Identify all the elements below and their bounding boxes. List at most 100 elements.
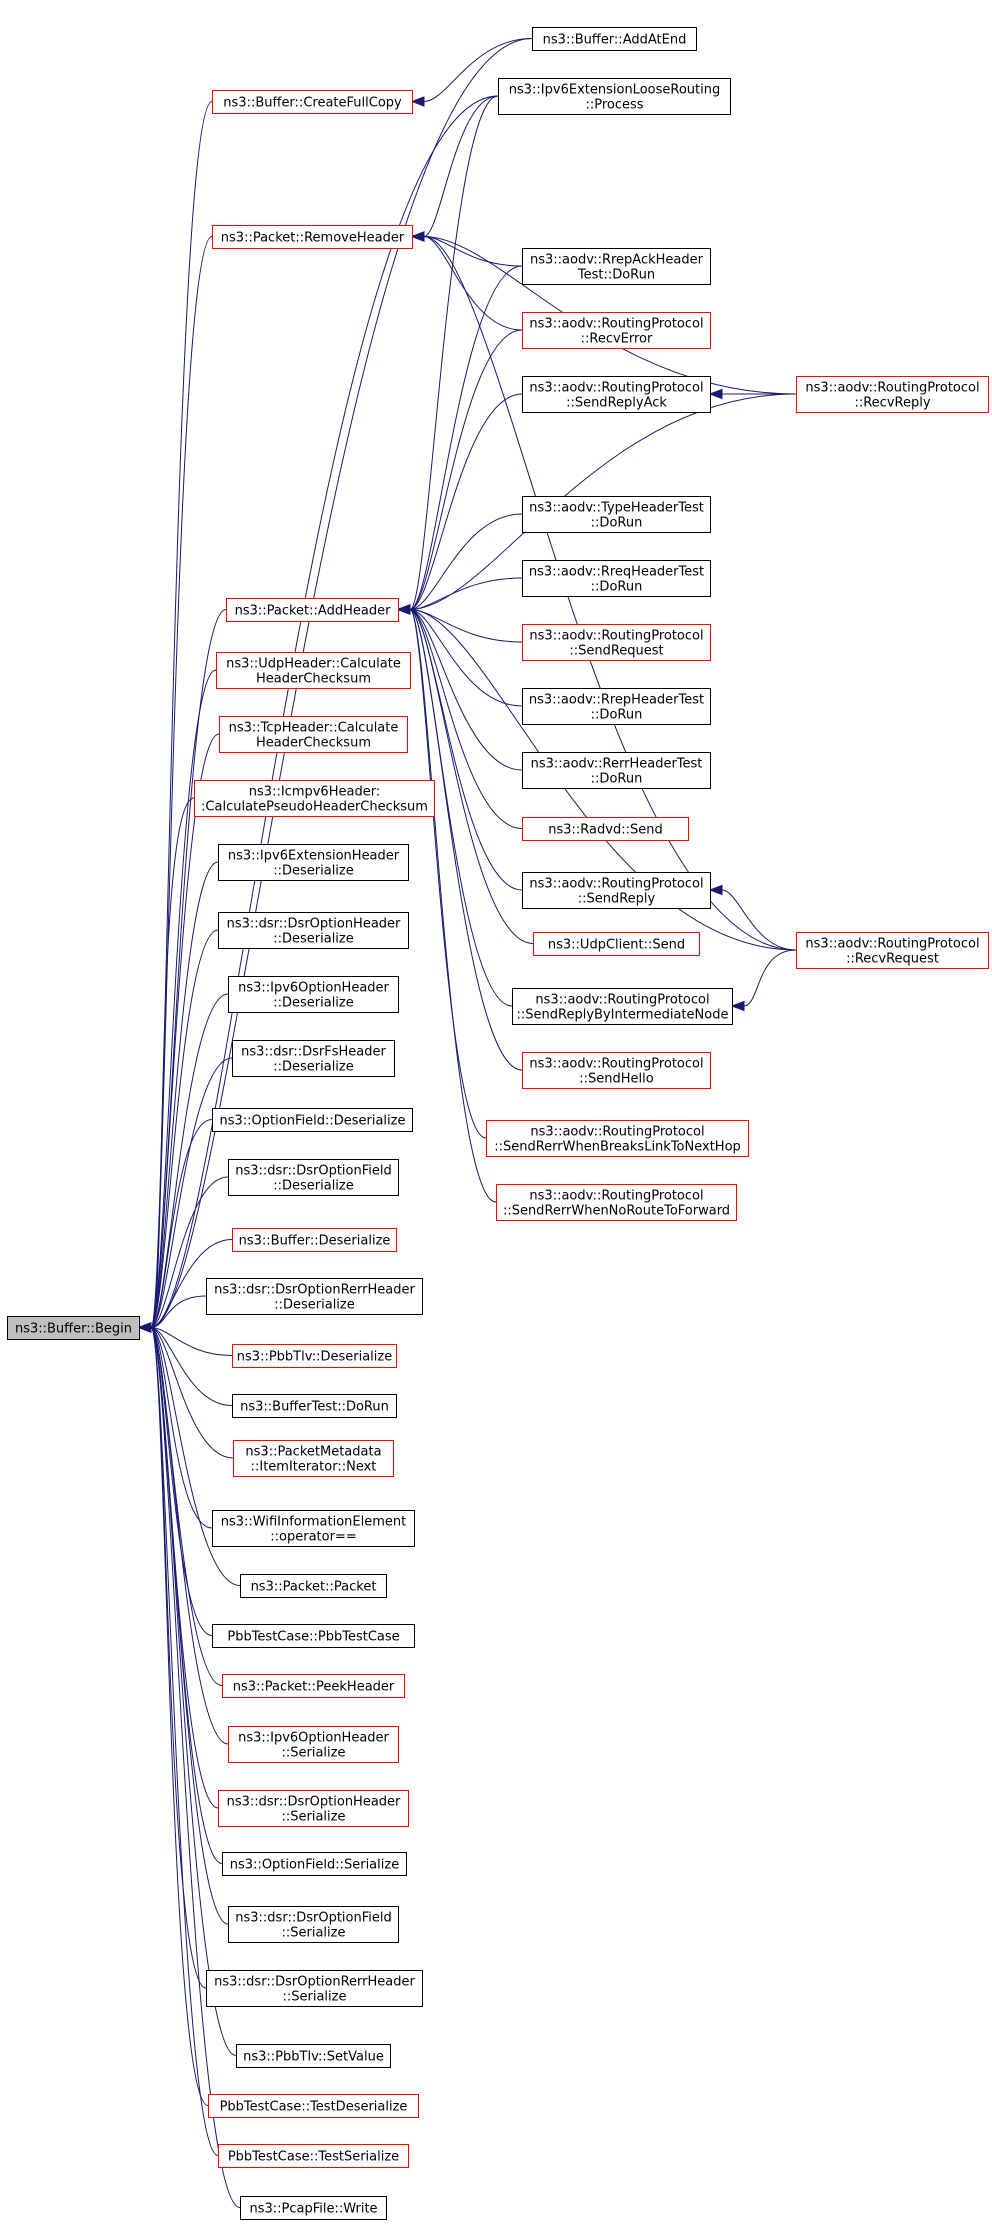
node-dsroptionfielddeser[interactable]: ns3::dsr::DsrOptionField::Deserialize — [228, 1159, 399, 1196]
node-label: ns3::Ipv6ExtensionLooseRouting — [509, 83, 720, 98]
node-box — [194, 780, 435, 817]
edge-line — [150, 1327, 223, 1686]
node-label: PbbTestCase::TestSerialize — [228, 2150, 399, 2165]
edge-sendreply-to-addheader — [396, 604, 523, 891]
node-box — [232, 1344, 397, 1368]
node-sendhello[interactable]: ns3::aodv::RoutingProtocol::SendHello — [522, 1052, 711, 1089]
edge-recverror-to-addheader — [396, 329, 523, 615]
node-recvrequest[interactable]: ns3::aodv::RoutingProtocol::RecvRequest — [796, 932, 989, 969]
node-sendrequest[interactable]: ns3::aodv::RoutingProtocol::SendRequest — [522, 624, 711, 661]
node-rerrheadertest[interactable]: ns3::aodv::RerrHeaderTest::DoRun — [522, 752, 711, 789]
node-label: :CalculatePseudoHeaderChecksum — [201, 800, 428, 815]
node-testserialize[interactable]: PbbTestCase::TestSerialize — [218, 2144, 409, 2168]
node-box — [522, 248, 711, 285]
edge-line — [409, 329, 523, 610]
node-begin[interactable]: ns3::Buffer::Begin — [7, 1316, 140, 1340]
node-label: ns3::aodv::RoutingProtocol — [529, 629, 703, 644]
node-label: ::DoRun — [591, 580, 643, 595]
node-label: ns3::aodv::RoutingProtocol — [529, 877, 703, 892]
node-box — [522, 496, 711, 533]
node-box — [522, 688, 711, 725]
edge-line — [150, 993, 229, 1328]
node-dsrrerrser[interactable]: ns3::dsr::DsrOptionRerrHeader::Serialize — [206, 1970, 423, 2007]
node-metadatanext[interactable]: ns3::PacketMetadata::ItemIterator::Next — [233, 1440, 394, 1477]
node-sendreplyack[interactable]: ns3::aodv::RoutingProtocol::SendReplyAck — [522, 376, 711, 413]
edge-arrowhead — [137, 1322, 152, 1333]
node-box — [522, 817, 689, 841]
node-udpclientsend[interactable]: ns3::UdpClient::Send — [533, 932, 700, 956]
edge-dsrrerrser-to-begin — [137, 1322, 207, 1989]
node-label: ns3::Ipv6OptionHeader — [238, 1731, 389, 1746]
node-rreqheadertest[interactable]: ns3::aodv::RreqHeaderTest::DoRun — [522, 560, 711, 597]
edge-line — [150, 95, 499, 1328]
node-dsroptiondeser[interactable]: ns3::dsr::DsrOptionHeader::Deserialize — [218, 912, 409, 949]
node-dsroptionser[interactable]: ns3::dsr::DsrOptionHeader::Serialize — [218, 1790, 409, 1827]
edge-testserialize-to-begin — [137, 1322, 219, 2156]
node-addheader[interactable]: ns3::Packet::AddHeader — [226, 598, 399, 622]
node-pbbtlvsetvalue[interactable]: ns3::PbbTlv::SetValue — [236, 2044, 391, 2068]
node-label: ::SendRerrWhenBreaksLinkToNextHop — [494, 1140, 741, 1155]
edge-line — [150, 1327, 219, 2156]
node-recvreply[interactable]: ns3::aodv::RoutingProtocol::RecvReply — [796, 376, 989, 413]
node-label: ::Deserialize — [273, 932, 354, 947]
edge-line — [150, 669, 217, 1328]
node-ipv6optiondeser[interactable]: ns3::Ipv6OptionHeader::Deserialize — [228, 976, 399, 1013]
node-dsroptionfieldser[interactable]: ns3::dsr::DsrOptionField::Serialize — [228, 1906, 399, 1943]
node-recverror[interactable]: ns3::aodv::RoutingProtocol::RecvError — [522, 312, 711, 349]
edge-line — [409, 609, 523, 771]
node-peekheader[interactable]: ns3::Packet::PeekHeader — [222, 1674, 405, 1698]
node-ipv6optionser[interactable]: ns3::Ipv6OptionHeader::Serialize — [228, 1726, 399, 1763]
node-sendrerrnoroute[interactable]: ns3::aodv::RoutingProtocol::SendRerrWhen… — [496, 1184, 737, 1221]
node-looserouting[interactable]: ns3::Ipv6ExtensionLooseRouting::Process — [498, 78, 731, 115]
node-wifiinfo[interactable]: ns3::WifiInformationElement::operator== — [212, 1510, 415, 1547]
edge-looserouting-to-removeheader — [410, 95, 499, 242]
node-box — [226, 598, 399, 622]
node-box — [228, 1906, 399, 1943]
node-sendreply[interactable]: ns3::aodv::RoutingProtocol::SendReply — [522, 872, 711, 909]
node-box — [522, 560, 711, 597]
node-label: ns3::aodv::RoutingProtocol — [535, 993, 709, 1008]
node-typeheadertest[interactable]: ns3::aodv::TypeHeaderTest::DoRun — [522, 496, 711, 533]
node-box — [498, 78, 731, 115]
node-buffertest[interactable]: ns3::BufferTest::DoRun — [232, 1394, 397, 1418]
node-box — [522, 624, 711, 661]
node-createfullcopy[interactable]: ns3::Buffer::CreateFullCopy — [212, 90, 413, 114]
node-label: ::Deserialize — [273, 864, 354, 879]
node-box — [228, 1159, 399, 1196]
node-dsrfsdeser[interactable]: ns3::dsr::DsrFsHeader::Deserialize — [232, 1040, 395, 1077]
node-icmpv6checksum[interactable]: ns3::Icmpv6Header::CalculatePseudoHeader… — [194, 780, 435, 817]
node-box — [496, 1184, 737, 1221]
node-dsrrerrdeser[interactable]: ns3::dsr::DsrOptionRerrHeader::Deseriali… — [206, 1278, 423, 1315]
edge-udpchecksum-to-begin — [137, 669, 217, 1333]
node-radvdsend[interactable]: ns3::Radvd::Send — [522, 817, 689, 841]
node-pbbtlvdeser[interactable]: ns3::PbbTlv::Deserialize — [232, 1344, 397, 1368]
node-box — [240, 1574, 387, 1598]
edge-rreqheadertest-to-addheader — [396, 577, 523, 615]
edge-buffertest-to-begin — [137, 1322, 233, 1406]
node-label: ns3::aodv::RoutingProtocol — [529, 1057, 703, 1072]
node-ipv6extdeser[interactable]: ns3::Ipv6ExtensionHeader::Deserialize — [218, 844, 409, 881]
node-addatend[interactable]: ns3::Buffer::AddAtEnd — [532, 27, 697, 51]
node-label: ns3::Ipv6OptionHeader — [238, 981, 389, 996]
node-label: ns3::dsr::DsrOptionRerrHeader — [214, 1975, 415, 1990]
node-optionfieldser[interactable]: ns3::OptionField::Serialize — [222, 1852, 407, 1876]
node-removeheader[interactable]: ns3::Packet::RemoveHeader — [212, 225, 413, 249]
node-box — [212, 1510, 415, 1547]
edge-line — [409, 609, 523, 1071]
node-optionfielddeser[interactable]: ns3::OptionField::Deserialize — [212, 1108, 413, 1132]
node-label: ns3::Icmpv6Header: — [249, 785, 380, 800]
node-bufferdeser[interactable]: ns3::Buffer::Deserialize — [232, 1228, 397, 1252]
node-pcapwrite[interactable]: ns3::PcapFile::Write — [240, 2196, 387, 2220]
node-sendrerrbreaks[interactable]: ns3::aodv::RoutingProtocol::SendRerrWhen… — [486, 1120, 749, 1157]
node-packetpacket[interactable]: ns3::Packet::Packet — [240, 1574, 387, 1598]
node-pbbtestcase[interactable]: PbbTestCase::PbbTestCase — [212, 1624, 415, 1648]
node-sendreplyintermediate[interactable]: ns3::aodv::RoutingProtocol::SendReplyByI… — [512, 988, 733, 1025]
node-testdeserialize[interactable]: PbbTestCase::TestDeserialize — [208, 2094, 419, 2118]
node-rrepheadertest[interactable]: ns3::aodv::RrepHeaderTest::DoRun — [522, 688, 711, 725]
node-label: ns3::Radvd::Send — [548, 823, 662, 838]
node-label: ::Deserialize — [273, 996, 354, 1011]
node-label: ::Deserialize — [273, 1179, 354, 1194]
